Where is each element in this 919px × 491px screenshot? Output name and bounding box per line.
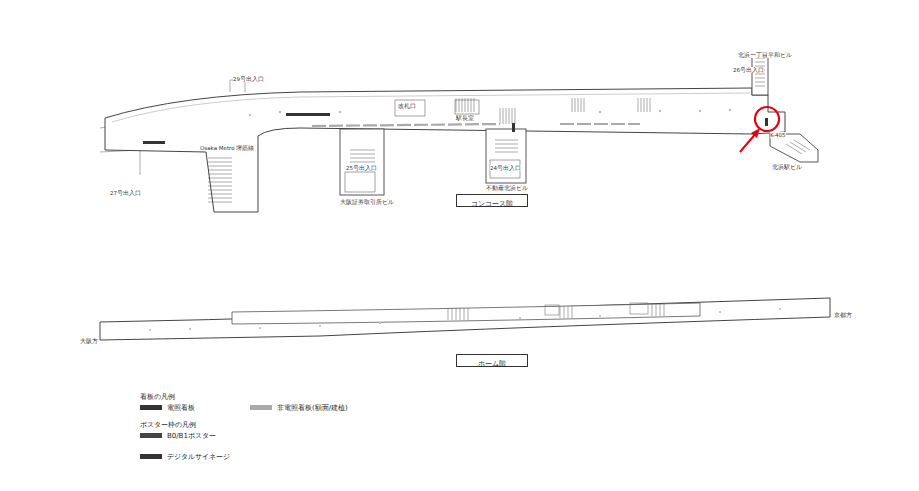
- map-label: 27号出入口: [110, 190, 141, 196]
- map-label: 大阪証券取引所ビル: [340, 199, 394, 205]
- map-label: 大阪方: [80, 338, 98, 344]
- map-label: 29号出入口: [233, 76, 264, 82]
- floor-title: ホーム階: [478, 360, 506, 368]
- legend-swatch: [250, 405, 272, 410]
- floor-title-box: ホーム階: [456, 354, 528, 367]
- floor-title-box: コンコース階: [456, 194, 528, 207]
- map-label: 北浜一丁目平和ビル: [738, 52, 792, 58]
- legend-text: 非電照看板(額面/建植): [277, 403, 348, 413]
- map-label: 不動産北浜ビル: [486, 185, 528, 191]
- legend-heading: ポスター枠の凡例: [140, 420, 196, 430]
- floor-title: コンコース階: [471, 200, 513, 208]
- map-label: 改札口: [398, 103, 416, 109]
- map-label: Osaka Metro 堺筋線: [200, 145, 254, 151]
- map-label: 駅長室: [456, 115, 474, 121]
- map-label: K-405: [770, 132, 786, 138]
- legend-text: B0/B1ポスター: [167, 431, 216, 441]
- map-label: 24号出入口: [490, 165, 521, 171]
- legend-heading: 看板の凡例: [140, 392, 175, 402]
- map-label: 25号出入口: [346, 165, 377, 171]
- map-label: 京都方: [834, 312, 852, 318]
- legend-swatch: [140, 454, 162, 459]
- legend-text: デジタルサイネージ: [167, 452, 230, 462]
- map-label: 北浜駅ビル: [772, 164, 802, 170]
- legend-text: 電照看板: [167, 403, 195, 413]
- legend-swatch: [140, 405, 162, 410]
- map-label: 26号出入口: [733, 67, 764, 73]
- legend-swatch: [140, 433, 162, 438]
